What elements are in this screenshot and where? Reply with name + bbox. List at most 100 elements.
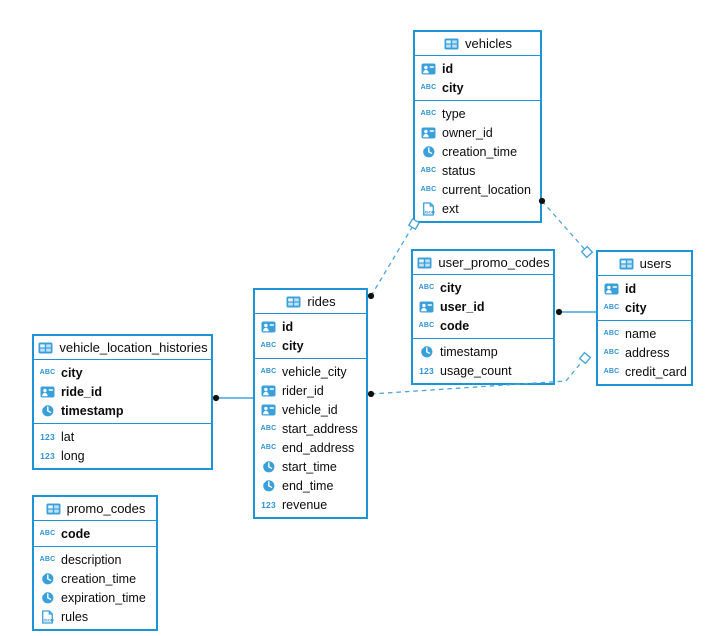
table-header[interactable]: vehicle_location_histories bbox=[34, 336, 211, 360]
table-header[interactable]: user_promo_codes bbox=[413, 251, 553, 275]
column-name: owner_id bbox=[442, 125, 493, 140]
column-user_id[interactable]: user_id bbox=[413, 297, 553, 316]
table-grid-icon bbox=[618, 258, 635, 270]
abc-type-icon: ABC bbox=[603, 368, 620, 375]
abc-type-icon: ABC bbox=[260, 342, 277, 349]
table-header[interactable]: vehicles bbox=[415, 32, 540, 56]
table-header[interactable]: promo_codes bbox=[34, 497, 156, 521]
column-creation_time[interactable]: creation_time bbox=[34, 569, 156, 588]
abc-type-icon: ABC bbox=[420, 84, 437, 91]
column-name: rules bbox=[61, 609, 89, 624]
column-expiration_time[interactable]: expiration_time bbox=[34, 588, 156, 607]
column-vehicle_id[interactable]: vehicle_id bbox=[255, 400, 366, 419]
column-ride_id[interactable]: ride_id bbox=[34, 382, 211, 401]
column-id[interactable]: id bbox=[255, 317, 366, 336]
column-end_time[interactable]: end_time bbox=[255, 476, 366, 495]
column-owner_id[interactable]: owner_id bbox=[415, 123, 540, 142]
table-name: promo_codes bbox=[66, 501, 146, 516]
column-rider_id[interactable]: rider_id bbox=[255, 381, 366, 400]
column-name: rider_id bbox=[282, 383, 324, 398]
column-name: user_id bbox=[440, 299, 485, 314]
person-id-icon bbox=[260, 385, 277, 397]
column-name: code bbox=[61, 526, 91, 541]
column-name: creation_time bbox=[442, 144, 518, 159]
column-rules[interactable]: JSON rules bbox=[34, 607, 156, 626]
clock-icon bbox=[39, 572, 56, 585]
column-id[interactable]: id bbox=[415, 59, 540, 78]
column-name: usage_count bbox=[440, 363, 512, 378]
clock-icon bbox=[260, 460, 277, 473]
abc-type-icon: ABC bbox=[260, 444, 277, 451]
column-name: city bbox=[282, 338, 304, 353]
column-name: name bbox=[625, 326, 657, 341]
table-header[interactable]: users bbox=[598, 252, 691, 276]
column-name: city bbox=[61, 365, 83, 380]
abc-type-icon: ABC bbox=[39, 530, 56, 537]
clock-icon bbox=[260, 479, 277, 492]
abc-type-icon: ABC bbox=[418, 284, 435, 291]
clock-icon bbox=[39, 591, 56, 604]
column-city[interactable]: ABC city bbox=[255, 336, 366, 355]
abc-type-icon: ABC bbox=[603, 349, 620, 356]
column-name: ride_id bbox=[61, 384, 102, 399]
column-id[interactable]: id bbox=[598, 279, 691, 298]
column-code[interactable]: ABC code bbox=[413, 316, 553, 335]
person-id-icon bbox=[260, 321, 277, 333]
column-code[interactable]: ABC code bbox=[34, 524, 156, 543]
table-name: vehicles bbox=[465, 36, 512, 51]
column-name: timestamp bbox=[61, 403, 124, 418]
abc-type-icon: ABC bbox=[260, 368, 277, 375]
svg-text:JSON: JSON bbox=[424, 209, 435, 214]
svg-text:JSON: JSON bbox=[43, 617, 54, 622]
column-name: ext bbox=[442, 201, 459, 216]
column-name: timestamp bbox=[440, 344, 498, 359]
column-creation_time[interactable]: creation_time bbox=[415, 142, 540, 161]
column-ext[interactable]: JSON ext bbox=[415, 199, 540, 218]
person-id-icon bbox=[420, 127, 437, 139]
column-name: id bbox=[282, 319, 294, 334]
column-timestamp[interactable]: timestamp bbox=[34, 401, 211, 420]
abc-type-icon: ABC bbox=[39, 556, 56, 563]
column-timestamp[interactable]: timestamp bbox=[413, 342, 553, 361]
column-name: type bbox=[442, 106, 466, 121]
table-name: users bbox=[639, 256, 672, 271]
table-header[interactable]: rides bbox=[255, 290, 366, 314]
clock-icon bbox=[418, 345, 435, 358]
column-name: code bbox=[440, 318, 470, 333]
column-start_time[interactable]: start_time bbox=[255, 457, 366, 476]
primary-key-section: ABC code bbox=[34, 521, 156, 547]
abc-type-icon: ABC bbox=[418, 322, 435, 329]
column-name: long bbox=[61, 448, 85, 463]
